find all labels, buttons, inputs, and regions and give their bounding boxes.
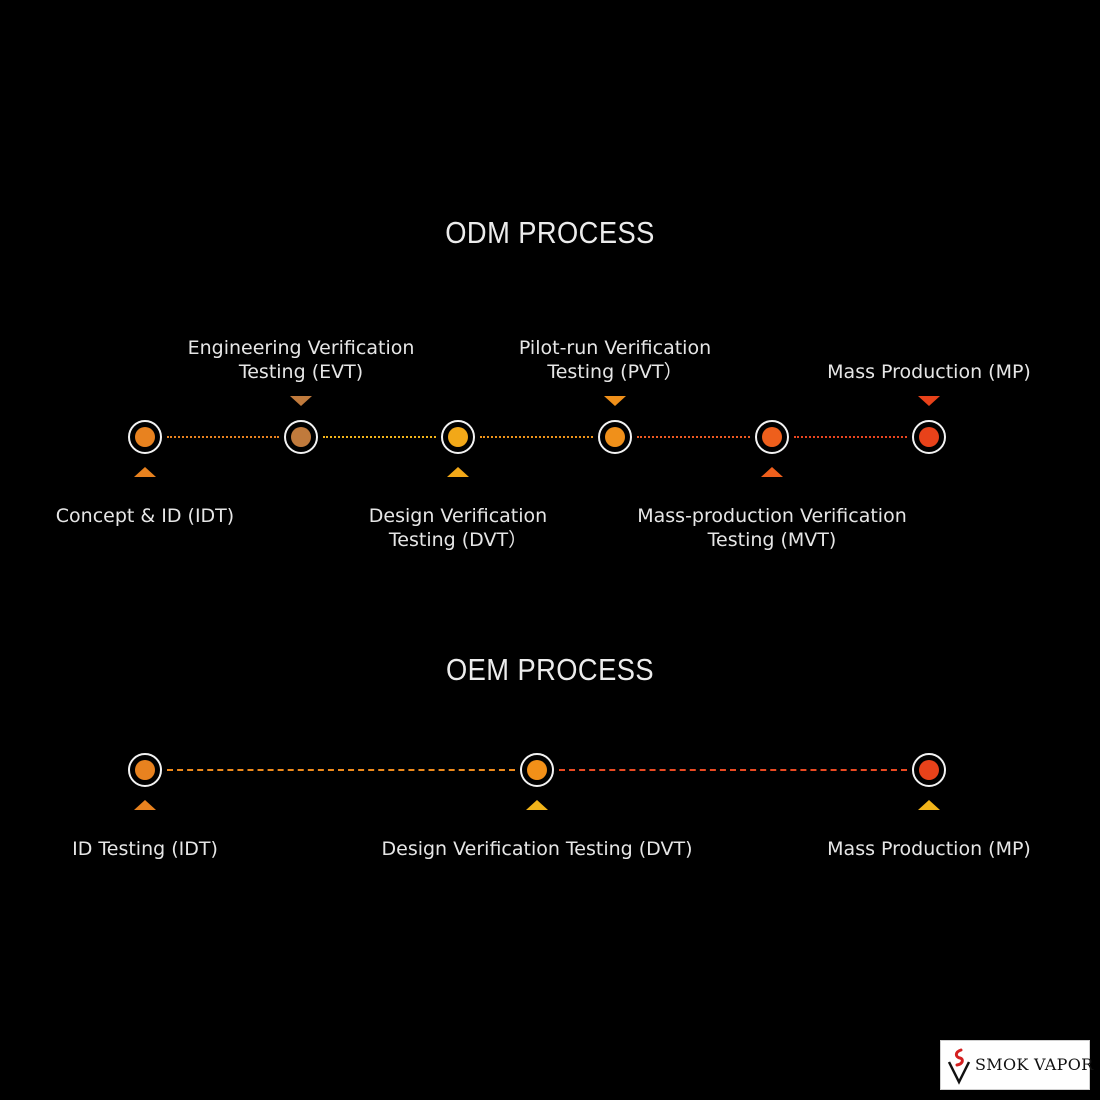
odm-step-node	[128, 420, 162, 454]
odm-step-node	[598, 420, 632, 454]
odm-step-label-line: Testing (DVT）	[388, 529, 528, 551]
odm-process-title: ODM PROCESS	[445, 215, 655, 250]
oem-step-label: Design Verification Testing (DVT)	[367, 837, 707, 861]
oem-process-title: OEM PROCESS	[446, 652, 654, 687]
odm-step-node	[284, 420, 318, 454]
oem-step-node	[128, 753, 162, 787]
oem-step-label-line: ID Testing (IDT)	[72, 838, 218, 860]
oem-step-label-line: Mass Production (MP)	[827, 838, 1031, 860]
odm-step-marker-icon	[761, 467, 783, 477]
odm-step-label-line: Pilot-run Verification	[518, 337, 712, 359]
oem-step-dot	[527, 760, 547, 780]
odm-step-label-line: Concept & ID (IDT)	[55, 505, 235, 527]
odm-step-label-line: Engineering Verification	[187, 337, 415, 359]
odm-step-label: Concept & ID (IDT)	[0, 504, 315, 528]
smok-vapor-logo: SMOK VAPOR	[940, 1040, 1094, 1090]
oem-step-dot	[919, 760, 939, 780]
odm-connector	[480, 436, 593, 438]
smok-logo-icon	[947, 1048, 971, 1085]
oem-step-label: Mass Production (MP)	[759, 837, 1099, 861]
odm-step-dot	[605, 427, 625, 447]
odm-step-label-line: Testing (MVT)	[707, 529, 837, 551]
odm-step-dot	[135, 427, 155, 447]
oem-connector	[559, 769, 907, 771]
odm-step-label: Mass Production (MP)	[759, 360, 1099, 384]
oem-step-marker-icon	[526, 800, 548, 810]
odm-step-label-line: Testing (EVT)	[238, 361, 364, 383]
odm-step-label-line: Testing (PVT）	[547, 361, 683, 383]
oem-step-node	[520, 753, 554, 787]
oem-connector	[167, 769, 515, 771]
oem-step-label: ID Testing (IDT)	[0, 837, 315, 861]
odm-connector	[167, 436, 279, 438]
odm-connector	[323, 436, 436, 438]
odm-step-dot	[448, 427, 468, 447]
odm-step-marker-icon	[290, 396, 312, 406]
odm-step-label-line: Mass Production (MP)	[827, 361, 1031, 383]
odm-step-node	[912, 420, 946, 454]
oem-step-node	[912, 753, 946, 787]
odm-step-dot	[762, 427, 782, 447]
odm-step-marker-icon	[134, 467, 156, 477]
oem-step-label-line: Design Verification Testing (DVT)	[381, 838, 693, 860]
odm-step-marker-icon	[918, 396, 940, 406]
oem-step-marker-icon	[918, 800, 940, 810]
odm-connector	[637, 436, 750, 438]
odm-connector	[794, 436, 907, 438]
odm-step-dot	[919, 427, 939, 447]
odm-step-dot	[291, 427, 311, 447]
odm-step-node	[441, 420, 475, 454]
odm-step-marker-icon	[447, 467, 469, 477]
odm-step-label-line: Design Verification	[368, 505, 548, 527]
odm-step-label-line: Mass-production Verification	[637, 505, 907, 527]
oem-step-dot	[135, 760, 155, 780]
oem-step-marker-icon	[134, 800, 156, 810]
logo-text: SMOK VAPOR	[975, 1055, 1094, 1074]
odm-step-marker-icon	[604, 396, 626, 406]
odm-step-node	[755, 420, 789, 454]
